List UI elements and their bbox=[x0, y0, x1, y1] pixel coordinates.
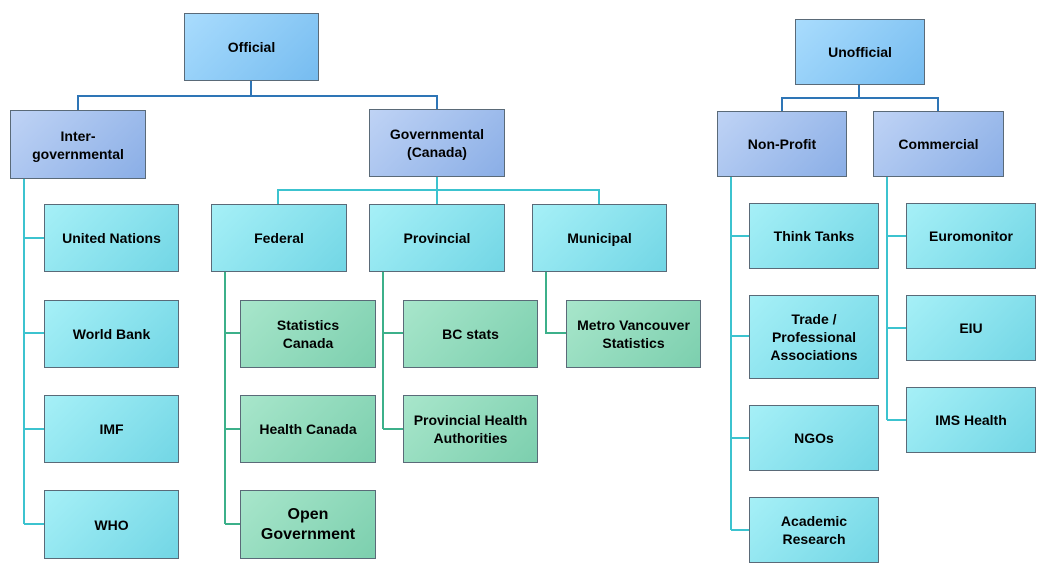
node-united-nations: United Nations bbox=[44, 204, 179, 272]
node-ims-health: IMS Health bbox=[906, 387, 1036, 453]
node-who: WHO bbox=[44, 490, 179, 559]
connector-metro bbox=[545, 271, 566, 334]
node-bc-stats: BC stats bbox=[403, 300, 538, 368]
node-world-bank: World Bank bbox=[44, 300, 179, 368]
node-metro-vancouver-statistics: Metro Vancouver Statistics bbox=[566, 300, 701, 368]
node-commercial: Commercial bbox=[873, 111, 1004, 177]
node-ngos: NGOs bbox=[749, 405, 879, 471]
node-intergovernmental: Inter- governmental bbox=[10, 110, 146, 179]
node-think-tanks: Think Tanks bbox=[749, 203, 879, 269]
node-health-canada: Health Canada bbox=[240, 395, 376, 463]
node-statistics-canada: Statistics Canada bbox=[240, 300, 376, 368]
node-trade-professional-associations: Trade / Professional Associations bbox=[749, 295, 879, 379]
node-euromonitor: Euromonitor bbox=[906, 203, 1036, 269]
node-federal: Federal bbox=[211, 204, 347, 272]
node-official: Official bbox=[184, 13, 319, 81]
connector-official-level2 bbox=[77, 95, 438, 110]
node-eiu: EIU bbox=[906, 295, 1036, 361]
connector-gov-level3 bbox=[277, 189, 600, 204]
node-non-profit: Non-Profit bbox=[717, 111, 847, 177]
node-open-government: Open Government bbox=[240, 490, 376, 559]
node-provincial-health-authorities: Provincial Health Authorities bbox=[403, 395, 538, 463]
node-provincial: Provincial bbox=[369, 204, 505, 272]
node-academic-research: Academic Research bbox=[749, 497, 879, 563]
node-governmental-canada: Governmental (Canada) bbox=[369, 109, 505, 177]
node-imf: IMF bbox=[44, 395, 179, 463]
connector-unofficial-level2 bbox=[781, 97, 939, 111]
node-municipal: Municipal bbox=[532, 204, 667, 272]
node-unofficial: Unofficial bbox=[795, 19, 925, 85]
